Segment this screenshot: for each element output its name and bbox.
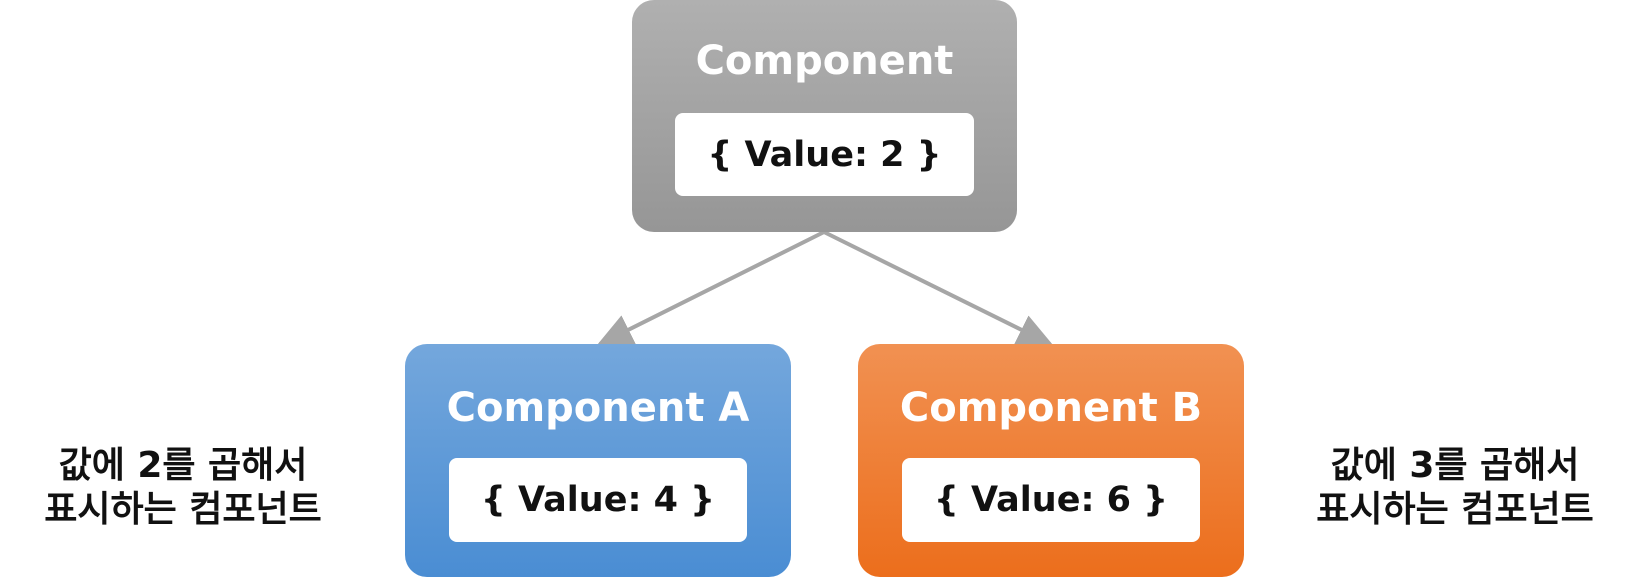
component-b-value-box: { Value: 6 } bbox=[902, 458, 1200, 542]
component-b-description-line-2: 표시하는 컴포넌트 bbox=[1316, 489, 1594, 530]
component-a-description-line-2: 표시하는 컴포넌트 bbox=[44, 489, 322, 530]
root-component-node: Component { Value: 2 } bbox=[632, 0, 1017, 232]
component-a-node: Component A { Value: 4 } bbox=[405, 344, 791, 577]
component-a-description-line-1: 값에 2를 곱해서 bbox=[58, 445, 308, 486]
component-a-value-box: { Value: 4 } bbox=[449, 458, 747, 542]
component-b-description-line-1: 값에 3를 곱해서 bbox=[1330, 445, 1580, 486]
component-b-title: Component B bbox=[899, 385, 1203, 431]
component-a-description: 값에 2를 곱해서 표시하는 컴포넌트 bbox=[18, 444, 348, 532]
root-component-title: Component bbox=[695, 38, 954, 84]
edge-root-to-a bbox=[596, 230, 825, 346]
edge-root-to-b bbox=[823, 230, 1054, 346]
root-value-box: { Value: 2 } bbox=[675, 113, 974, 196]
component-b-description: 값에 3를 곱해서 표시하는 컴포넌트 bbox=[1290, 444, 1620, 532]
component-b-node: Component B { Value: 6 } bbox=[858, 344, 1244, 577]
component-a-title: Component A bbox=[446, 385, 750, 431]
